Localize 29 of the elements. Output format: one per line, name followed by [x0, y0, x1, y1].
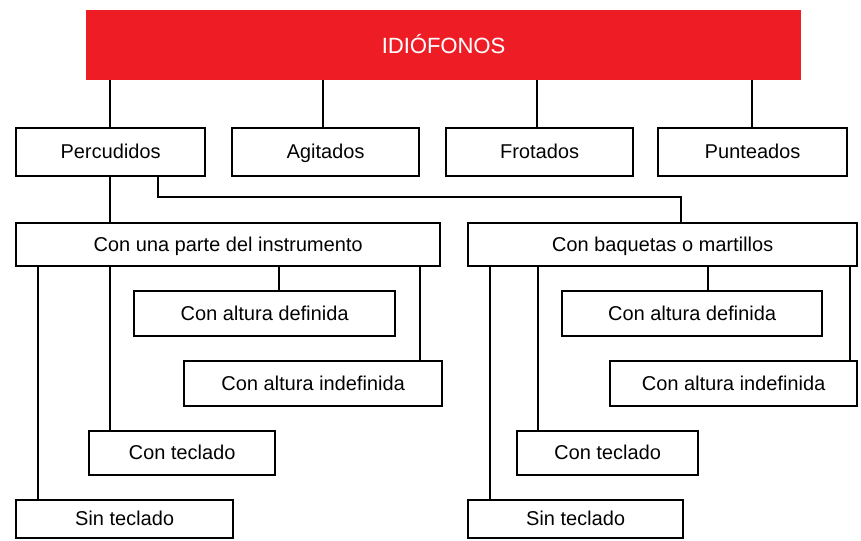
connector-line [109, 177, 111, 222]
category-box: Frotados [445, 127, 634, 177]
connector-line [419, 267, 421, 360]
connector-line [751, 80, 753, 127]
category-box: Con altura indefinida [609, 360, 858, 407]
category-box: Sin teclado [15, 499, 234, 539]
connector-line [322, 80, 324, 127]
category-box: Con teclado [88, 430, 276, 476]
connector-line [489, 267, 491, 499]
category-box: Percudidos [15, 127, 206, 177]
connector-line [109, 80, 111, 127]
category-box: Sin teclado [467, 499, 684, 539]
connector-line [157, 177, 682, 222]
connector-line [278, 267, 280, 290]
category-box: Punteados [657, 127, 848, 177]
connector-line [536, 80, 538, 127]
connector-line [849, 267, 851, 360]
category-box: Con una parte del instrumento [15, 222, 441, 267]
category-box: Con teclado [516, 430, 699, 476]
category-box: Con altura definida [561, 290, 823, 337]
category-box: Agitados [231, 127, 420, 177]
category-box: Con altura indefinida [183, 360, 443, 407]
connector-line [109, 267, 111, 430]
connector-line [537, 267, 539, 430]
connector-line [37, 267, 39, 499]
title-banner: IDIÓFONOS [86, 10, 801, 80]
connector-line [707, 267, 709, 290]
category-box: Con altura definida [133, 290, 396, 337]
category-box: Con baquetas o martillos [467, 222, 858, 267]
